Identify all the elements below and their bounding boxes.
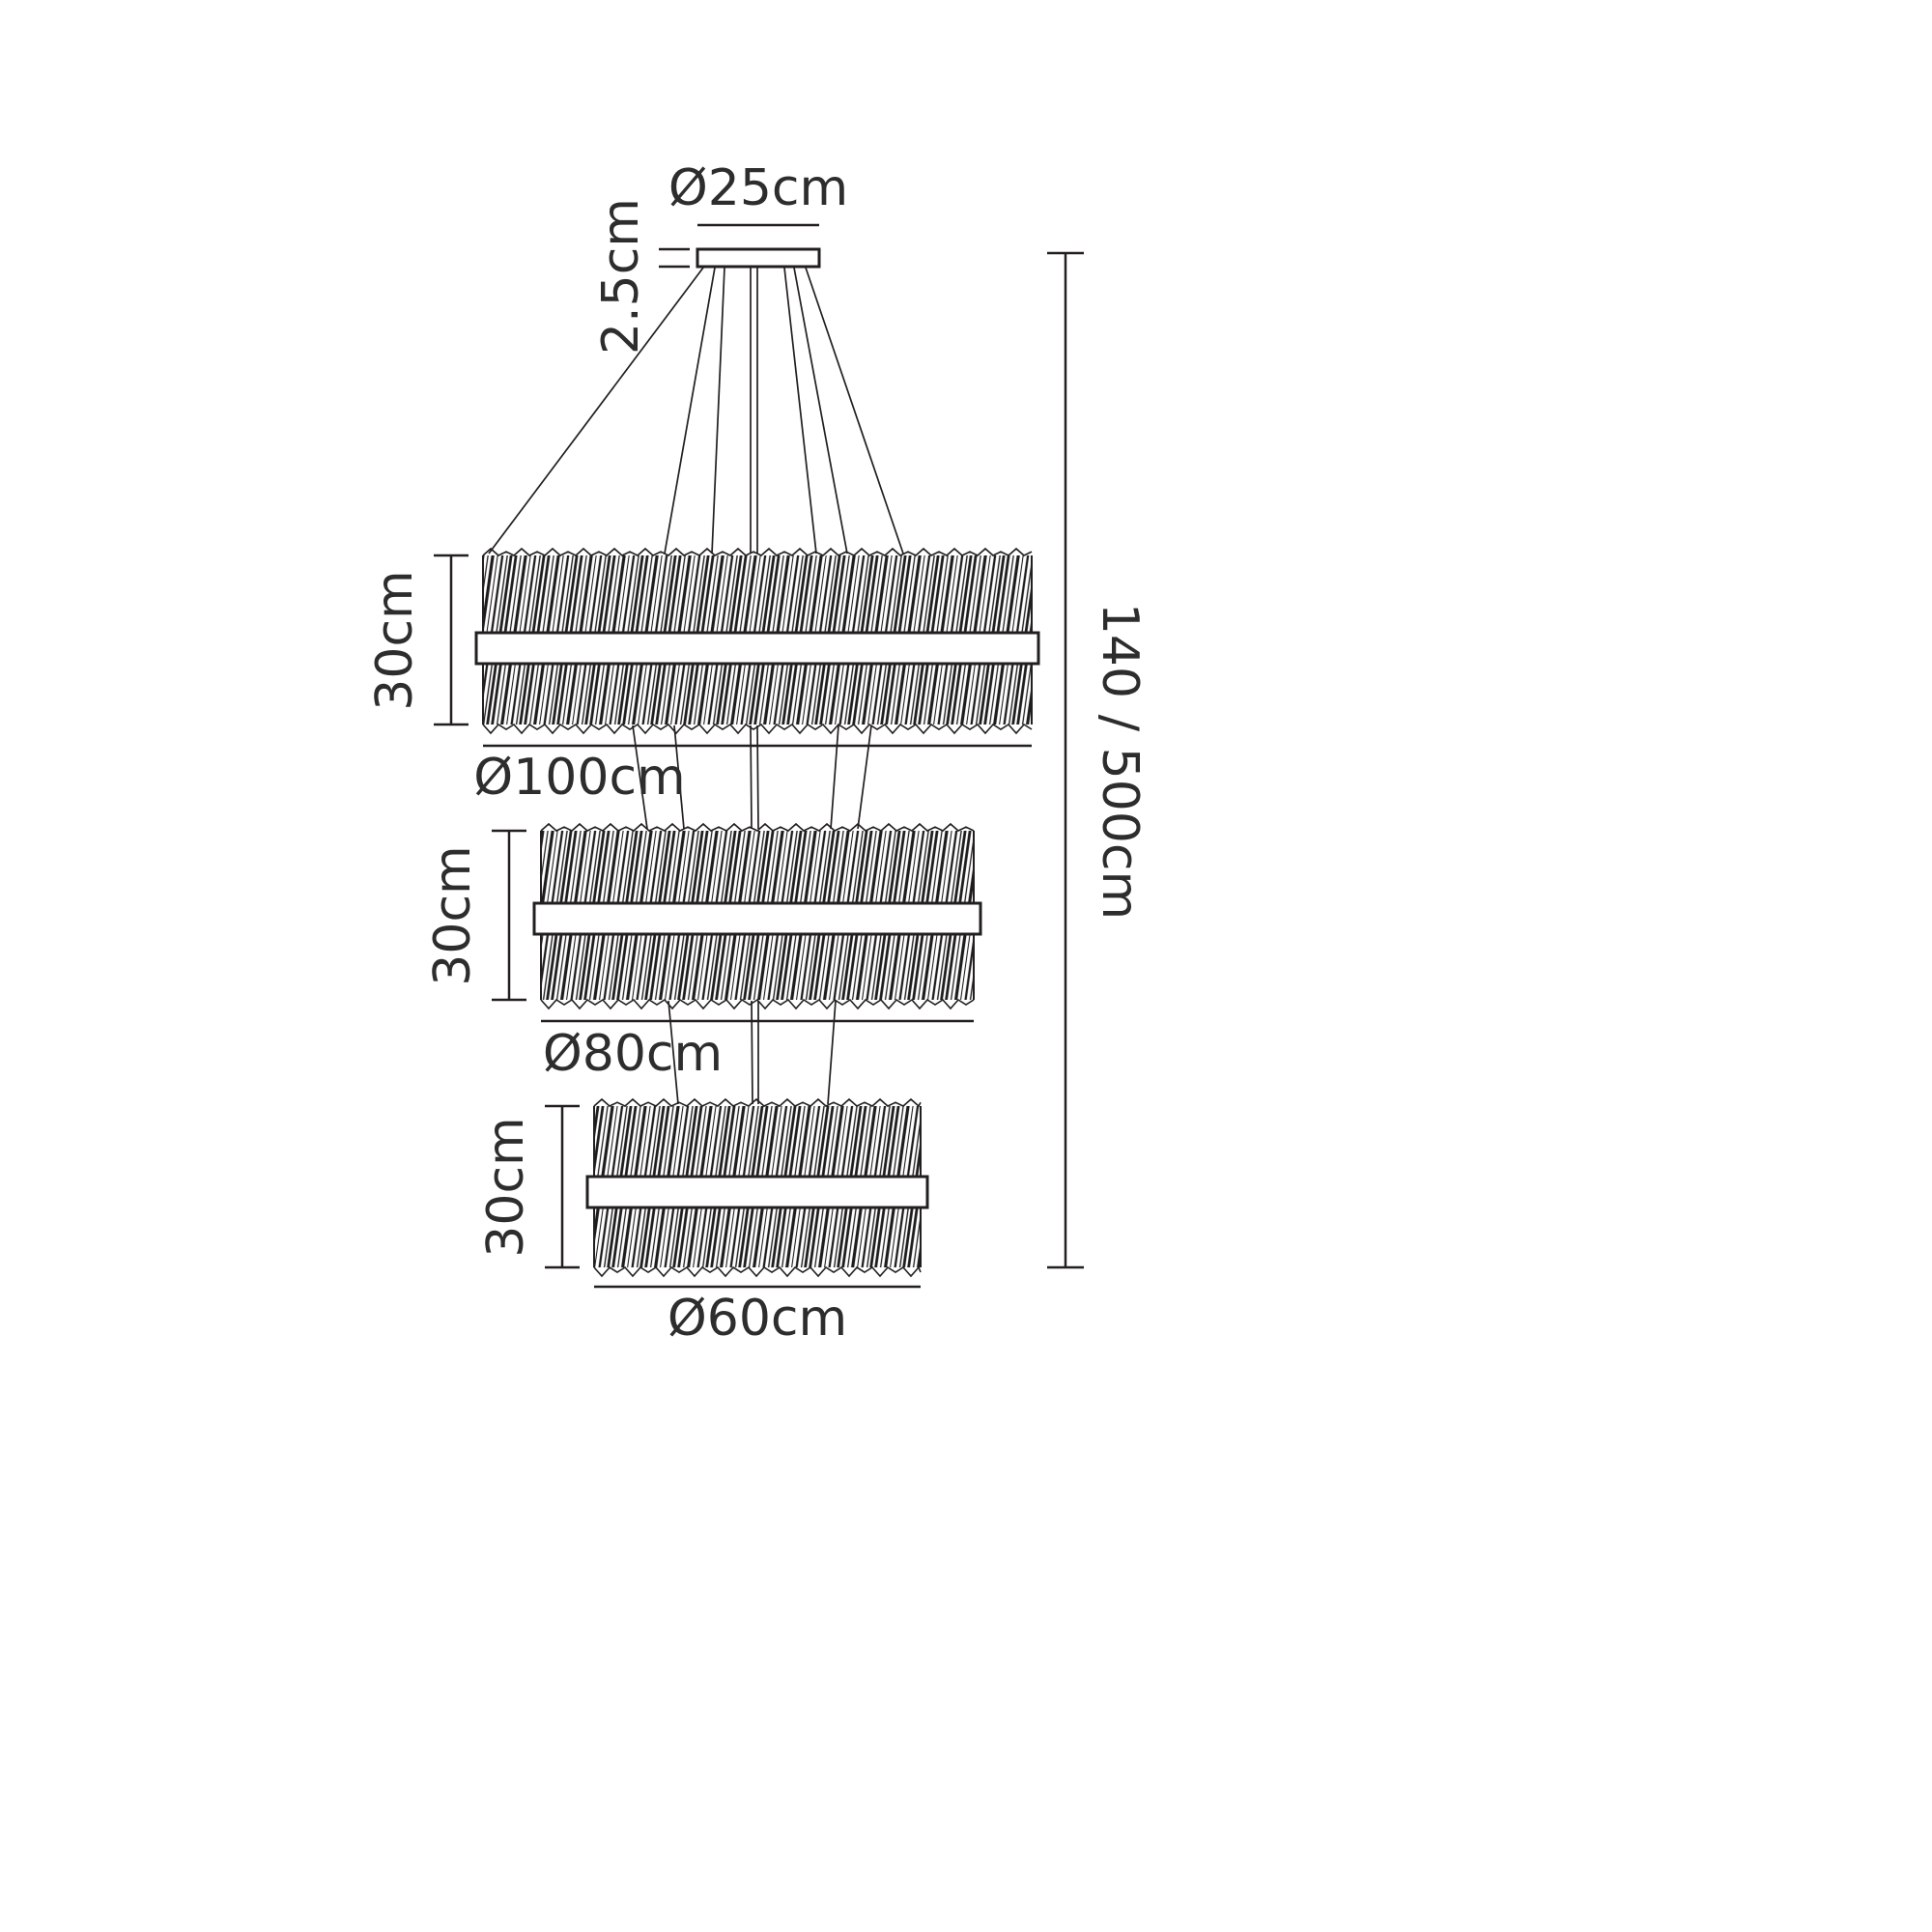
tier1-diameter-label: Ø100cm — [473, 749, 685, 807]
diagram-geometry — [434, 223, 1084, 1289]
overall-drop-dimension — [1047, 251, 1084, 1269]
ceiling-canopy — [659, 223, 821, 269]
canopy-height-label: 2.5cm — [592, 198, 650, 355]
tier3-diameter-label: Ø60cm — [668, 1290, 847, 1348]
suspension-wires — [488, 267, 904, 1105]
tier-3-drum — [585, 1097, 929, 1278]
overall-drop-label: 140 / 500cm — [1091, 603, 1149, 920]
tier1-height-label: 30cm — [366, 570, 424, 710]
tier2-diameter-label: Ø80cm — [543, 1025, 723, 1083]
canopy-diameter-label: Ø25cm — [668, 159, 848, 217]
tier-3-height-dimension — [545, 1104, 580, 1269]
tier-1-height-dimension — [434, 554, 469, 726]
tier-1-drum — [474, 547, 1040, 735]
tier3-height-label: 30cm — [477, 1117, 535, 1257]
tier-2-drum — [532, 822, 982, 1010]
tier2-height-label: 30cm — [424, 845, 482, 985]
tier-2-height-dimension — [492, 829, 526, 1002]
